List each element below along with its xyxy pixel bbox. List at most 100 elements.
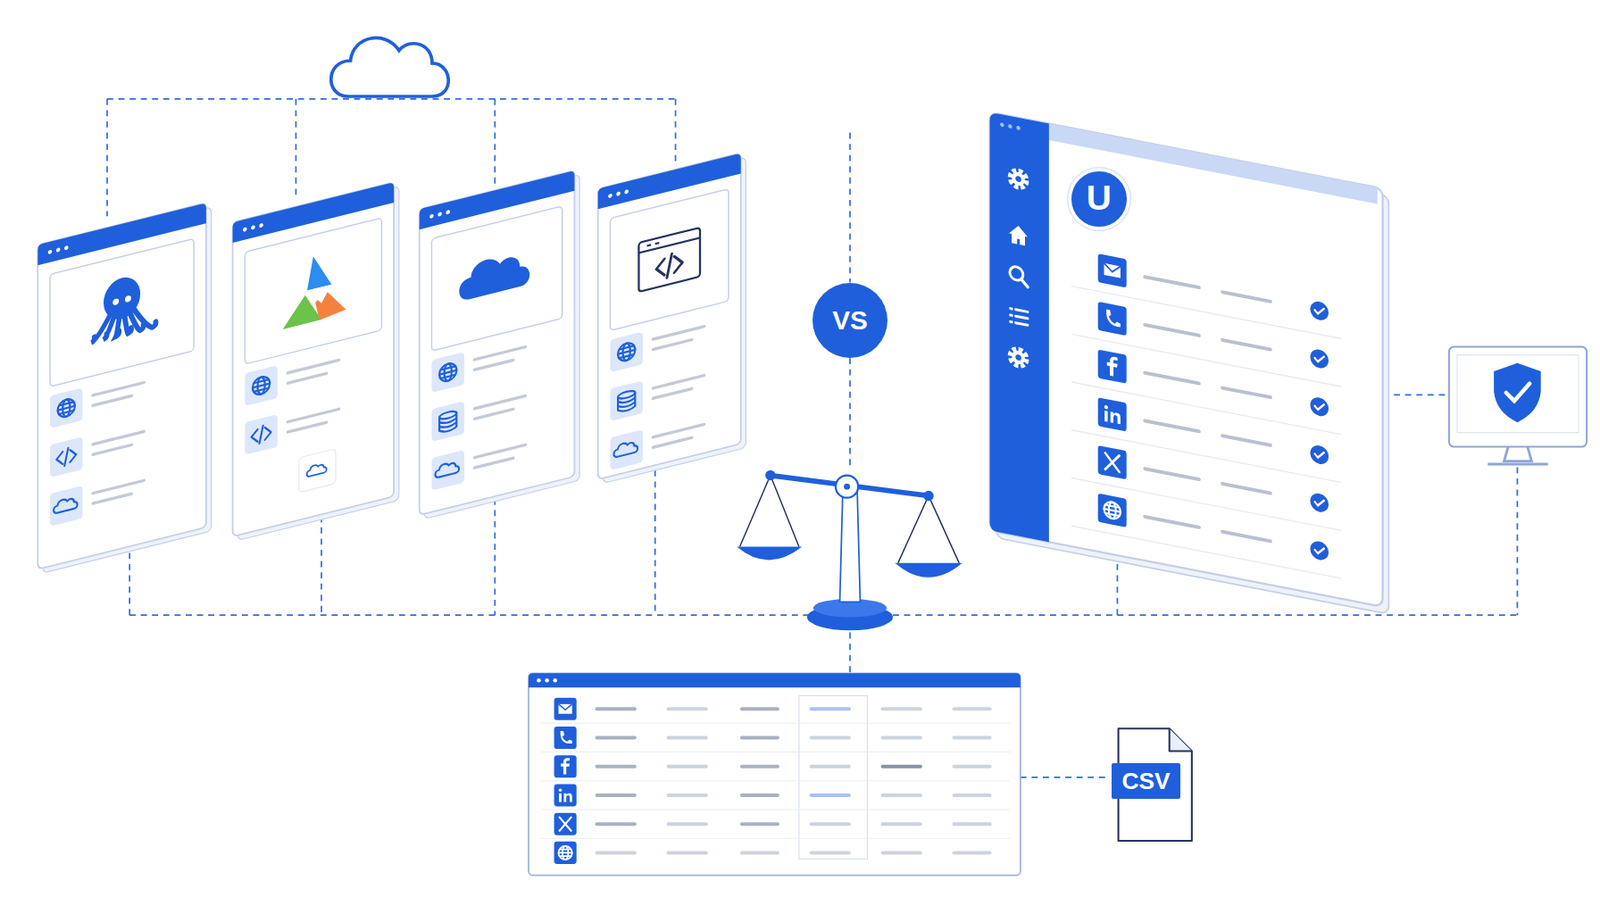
cell-line bbox=[954, 822, 991, 826]
icon bbox=[439, 409, 457, 434]
channel-icon bbox=[1104, 500, 1121, 521]
database-icon bbox=[617, 392, 635, 414]
file-fold bbox=[1169, 728, 1192, 751]
cell-line bbox=[668, 707, 707, 711]
channel-icon bbox=[559, 817, 572, 832]
badge-label: VS bbox=[832, 307, 868, 334]
icon-tile bbox=[431, 450, 465, 492]
gear-icon bbox=[1015, 175, 1022, 184]
globe-icon bbox=[252, 375, 270, 397]
monitor-stand bbox=[1487, 447, 1548, 465]
scale-pivot bbox=[835, 475, 859, 499]
row-divider bbox=[541, 723, 1011, 725]
gear-icon bbox=[1011, 350, 1025, 367]
x-icon bbox=[559, 817, 572, 832]
check-badge bbox=[1309, 395, 1329, 418]
sidebar-icon bbox=[1009, 266, 1028, 288]
cell-line bbox=[668, 765, 707, 769]
linkedin-icon bbox=[1104, 410, 1108, 422]
window-dot bbox=[1016, 125, 1021, 131]
icon bbox=[251, 424, 272, 447]
icon-tile bbox=[609, 331, 643, 373]
cell-line bbox=[741, 850, 778, 855]
cell-line bbox=[668, 736, 707, 741]
sidebar-icon bbox=[1010, 348, 1027, 367]
code-icon bbox=[56, 446, 76, 469]
code-icon bbox=[251, 424, 272, 447]
octopus-head bbox=[103, 273, 141, 324]
code-window bbox=[638, 237, 700, 253]
cloud-icon bbox=[307, 462, 327, 478]
window-dot bbox=[1000, 122, 1005, 127]
card-body bbox=[598, 153, 742, 481]
scale-post bbox=[840, 487, 861, 602]
cell-line bbox=[668, 850, 707, 855]
cell-line bbox=[883, 707, 921, 711]
brand-logo-circle: U bbox=[1071, 171, 1127, 227]
window-dot bbox=[445, 209, 450, 216]
icon-tile bbox=[50, 436, 84, 478]
linkedin-icon bbox=[558, 789, 562, 792]
cloud-icon bbox=[614, 440, 639, 459]
channel-icon bbox=[558, 846, 573, 860]
csv-file-icon: CSV bbox=[1114, 726, 1194, 846]
row-divider bbox=[541, 838, 1011, 840]
data-table bbox=[528, 673, 1021, 875]
icon bbox=[439, 361, 457, 384]
search-icon bbox=[1021, 280, 1028, 288]
logo-box bbox=[50, 238, 194, 387]
channel-tile bbox=[1098, 301, 1127, 336]
globe-icon bbox=[58, 401, 75, 415]
icon-tile bbox=[244, 365, 278, 407]
window-dot bbox=[258, 223, 264, 229]
cell-line bbox=[741, 736, 778, 741]
window-dot bbox=[616, 191, 621, 197]
text-line bbox=[1144, 516, 1271, 542]
cell-line bbox=[954, 707, 991, 711]
icon-tile bbox=[299, 449, 336, 493]
wires bbox=[107, 99, 1517, 778]
security-monitor bbox=[1449, 347, 1587, 465]
cell-line bbox=[597, 765, 635, 769]
text-line bbox=[287, 360, 339, 384]
logo-box bbox=[609, 189, 729, 332]
panel-sidebar bbox=[990, 112, 1050, 542]
globe-icon bbox=[439, 361, 457, 384]
cell-line bbox=[597, 707, 635, 711]
monitor-screen bbox=[1457, 355, 1579, 434]
cell-line bbox=[883, 850, 921, 855]
row-divider bbox=[541, 808, 1011, 810]
cell-line bbox=[954, 850, 991, 855]
cloud-icon bbox=[435, 460, 460, 479]
cell-line bbox=[811, 793, 850, 798]
channel-icon bbox=[560, 758, 570, 775]
icon-tile bbox=[431, 400, 465, 442]
cell-line bbox=[811, 850, 850, 855]
check-badge bbox=[1309, 540, 1329, 563]
channel-tile bbox=[1098, 350, 1127, 384]
row-divider bbox=[1071, 382, 1342, 435]
column-highlight bbox=[799, 695, 868, 859]
row-divider bbox=[1071, 286, 1342, 340]
cell-line bbox=[954, 765, 991, 769]
scale-pan bbox=[736, 547, 802, 561]
row-divider bbox=[1071, 333, 1342, 387]
triangle-part bbox=[307, 284, 332, 308]
card-body bbox=[233, 182, 395, 537]
channel-icon bbox=[1107, 355, 1118, 377]
channel-icon bbox=[558, 704, 573, 715]
globe-icon bbox=[617, 341, 635, 363]
text-line bbox=[1144, 468, 1271, 493]
channel-icon bbox=[1104, 263, 1121, 279]
channel-tile bbox=[554, 841, 577, 865]
globe-icon bbox=[1104, 500, 1121, 521]
gear-icon bbox=[1010, 169, 1027, 189]
icon bbox=[617, 389, 635, 413]
gear-icon bbox=[1015, 354, 1022, 362]
facebook-icon bbox=[1107, 355, 1118, 377]
table-header bbox=[528, 673, 1021, 688]
text-line bbox=[652, 326, 704, 350]
window-dot bbox=[48, 249, 53, 255]
triangle-logo bbox=[283, 248, 347, 330]
